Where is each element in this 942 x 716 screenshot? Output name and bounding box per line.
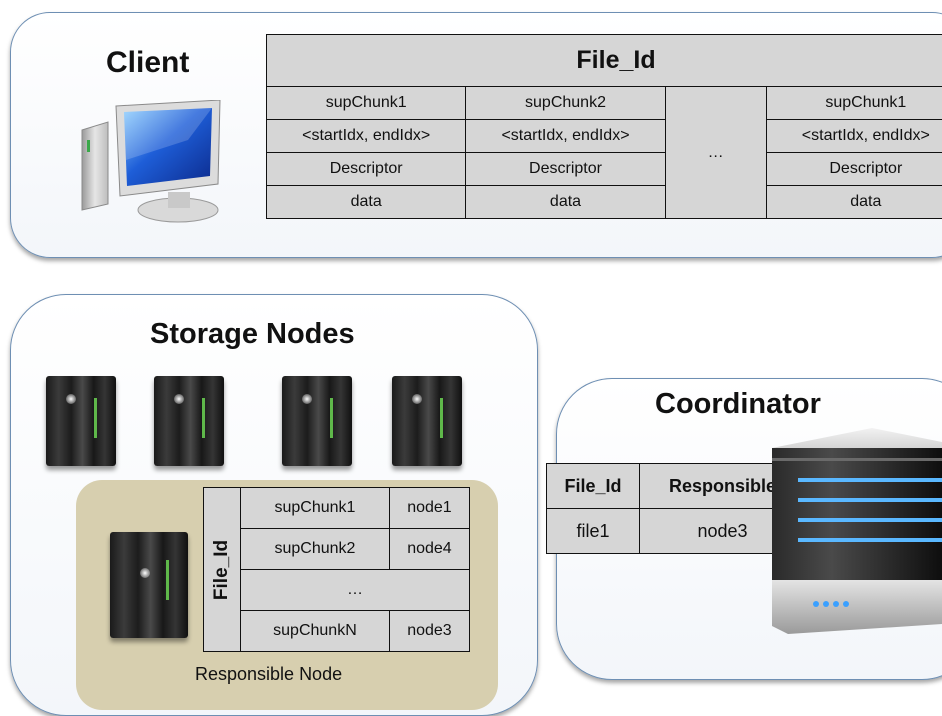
storage-server-icon	[282, 376, 352, 466]
storage-server-icon	[392, 376, 462, 466]
client-data-cell: data	[267, 186, 466, 219]
storage-nodes-title: Storage Nodes	[150, 318, 355, 351]
client-ellipsis-cell: …	[665, 87, 766, 219]
responsible-node-label: Responsible Node	[195, 664, 342, 685]
resp-chunk-cell: supChunkN	[241, 611, 390, 652]
client-file-table: File_Id supChunk1 supChunk2 … supChunk1 …	[266, 34, 942, 219]
coord-file-cell: file1	[547, 509, 640, 554]
client-title: Client	[106, 46, 189, 80]
resp-node-cell: node4	[389, 529, 469, 570]
storage-server-icon	[154, 376, 224, 466]
coordinator-title: Coordinator	[655, 388, 821, 421]
storage-server-icon	[46, 376, 116, 466]
client-chunk-cell: supChunk1	[766, 87, 942, 120]
computer-icon	[78, 100, 228, 226]
coordinator-server-icon	[768, 428, 942, 634]
resp-node-cell: node3	[389, 611, 469, 652]
coord-file-id-header: File_Id	[547, 464, 640, 509]
client-data-cell: data	[766, 186, 942, 219]
client-data-cell: data	[466, 186, 665, 219]
client-range-cell: <startIdx, endIdx>	[267, 120, 466, 153]
responsible-server-icon	[110, 532, 188, 638]
client-chunk-cell: supChunk2	[466, 87, 665, 120]
file-id-vertical-label: File_Id	[211, 539, 233, 599]
client-range-cell: <startIdx, endIdx>	[466, 120, 665, 153]
client-descriptor-cell: Descriptor	[766, 153, 942, 186]
client-file-id-header: File_Id	[267, 35, 942, 87]
file-id-vertical-header: File_Id	[204, 488, 241, 652]
resp-chunk-cell: supChunk1	[241, 488, 390, 529]
resp-chunk-cell: supChunk2	[241, 529, 390, 570]
client-chunk-cell: supChunk1	[267, 87, 466, 120]
client-descriptor-cell: Descriptor	[267, 153, 466, 186]
resp-node-cell: node1	[389, 488, 469, 529]
resp-ellipsis-cell: …	[241, 570, 470, 611]
client-descriptor-cell: Descriptor	[466, 153, 665, 186]
client-range-cell: <startIdx, endIdx>	[766, 120, 942, 153]
responsible-node-table: File_Id supChunk1 node1 supChunk2 node4 …	[203, 487, 470, 652]
coordinator-table: File_Id Responsible file1 node3	[546, 463, 806, 554]
